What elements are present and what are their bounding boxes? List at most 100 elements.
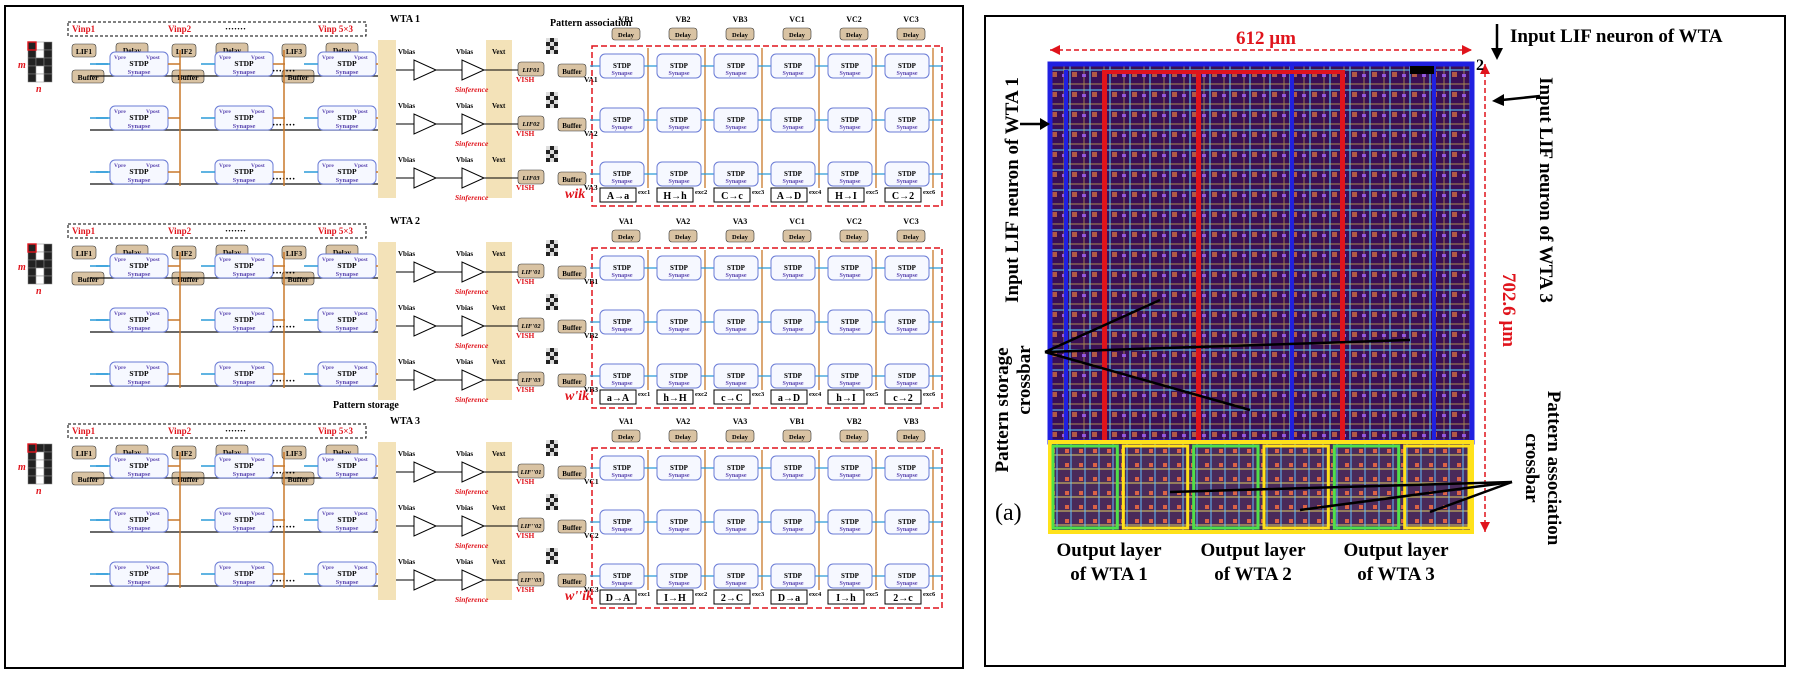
synapse-label: Synapse (668, 125, 689, 131)
mini-pixel (546, 560, 550, 564)
synapse-label: Synapse (896, 327, 917, 333)
vpre-label: Vpre (219, 311, 231, 317)
output-cell (1121, 444, 1190, 530)
vext-label: Vext (492, 450, 506, 458)
vpost-label: Vpost (354, 365, 368, 371)
stdp-label: STDP (234, 369, 254, 378)
input-1: Vinp1 (72, 426, 96, 436)
assoc-pattern (713, 389, 751, 405)
sinference-label: Sinference (455, 139, 489, 148)
synapse-label: Synapse (233, 69, 256, 76)
mini-pixel (546, 42, 550, 46)
col-delay (725, 429, 755, 443)
mini-pixel (546, 556, 550, 560)
column-voltage: VB3 (903, 417, 918, 426)
stdp-label: STDP (670, 62, 689, 70)
lif-box (171, 245, 197, 260)
col-delay-label: Delay (789, 32, 806, 39)
col-delay (725, 229, 755, 243)
synapse-label: Synapse (782, 273, 803, 279)
pixel (27, 49, 37, 59)
mini-pixel (554, 240, 558, 244)
column-voltage: VC1 (789, 217, 805, 226)
pixel (43, 451, 53, 461)
amp-band (486, 40, 512, 198)
vext-label: Vext (492, 504, 506, 512)
assoc-synapse (656, 255, 702, 281)
assoc-pattern (770, 187, 808, 203)
dots: ······· (225, 226, 246, 236)
assoc-pattern-label: D→a (778, 593, 800, 604)
pixel (27, 475, 37, 485)
synapse-label: Synapse (896, 581, 917, 587)
mini-pixel (554, 92, 558, 96)
assoc-synapse (656, 509, 702, 535)
stdp-label: STDP (234, 113, 254, 122)
output-label: Output layer (1343, 540, 1449, 561)
delay-label: Delay (123, 448, 142, 457)
mini-pixel (550, 506, 554, 510)
mini-pixel (550, 50, 554, 54)
assoc-synapse (827, 455, 873, 481)
row-voltage: VB3 (584, 385, 598, 394)
delay-label: Delay (123, 248, 142, 257)
assoc-pattern (656, 187, 694, 203)
assoc-synapse (713, 363, 759, 389)
assoc-synapse (884, 455, 930, 481)
vbias-label: Vbias (398, 358, 415, 366)
synapse-label: Synapse (336, 69, 359, 76)
mini-pixel (550, 548, 554, 552)
input-3: Vinp 5×3 (318, 24, 354, 34)
synapse-label: Synapse (128, 379, 151, 386)
synapse-label: Synapse (336, 271, 359, 278)
pixel (27, 267, 37, 277)
mini-pixel (554, 244, 558, 248)
vpost-label: Vpost (251, 55, 265, 61)
assoc-synapse (599, 107, 645, 133)
stdp-label: STDP (841, 518, 860, 526)
mini-pixel (554, 352, 558, 356)
assoc-synapse (713, 455, 759, 481)
blue-divider (1290, 64, 1294, 442)
dim-n: n (36, 84, 42, 95)
assoc-pattern-label: 2→C (721, 593, 743, 604)
lif-label: LIF1 (76, 249, 93, 258)
mini-pixel (546, 248, 550, 252)
assoc-synapse (656, 563, 702, 589)
stdp-label: STDP (337, 461, 357, 470)
mini-pixel (554, 444, 558, 448)
mini-pixel (546, 440, 550, 444)
stdp-label: STDP (129, 369, 149, 378)
mini-pixel (550, 556, 554, 560)
mini-pixel (550, 444, 554, 448)
synapse-label: Synapse (611, 581, 632, 587)
vbias-label: Vbias (456, 102, 473, 110)
out-buffer-label: Buffer (562, 470, 581, 478)
stdp-label: STDP (727, 464, 746, 472)
mini-pixel (546, 444, 550, 448)
assoc-synapse (656, 455, 702, 481)
assoc-pattern (827, 187, 865, 203)
lif-box (171, 445, 197, 460)
stdp-label: STDP (784, 372, 803, 380)
vbias-label: Vbias (398, 156, 415, 164)
vpost-label: Vpost (354, 311, 368, 317)
synapse-label: Synapse (839, 581, 860, 587)
arrow (1044, 338, 1411, 354)
assoc-synapse (827, 509, 873, 535)
assoc-pattern (884, 589, 922, 605)
lif-out-label: LIF02 (521, 121, 540, 128)
mini-pixel (546, 104, 550, 108)
mini-pixel (550, 100, 554, 104)
storage-label-2: crossbar (1014, 345, 1035, 415)
pixel (43, 41, 53, 51)
mini-pixel (550, 146, 554, 150)
mini-pixel (554, 440, 558, 444)
pixel-highlight (27, 443, 37, 453)
pixel (43, 57, 53, 67)
vpost-label: Vpost (354, 511, 368, 517)
vext-label: Vext (492, 250, 506, 258)
stdp-label: STDP (613, 518, 632, 526)
output-cell (1051, 444, 1119, 530)
mini-pixel (554, 552, 558, 556)
